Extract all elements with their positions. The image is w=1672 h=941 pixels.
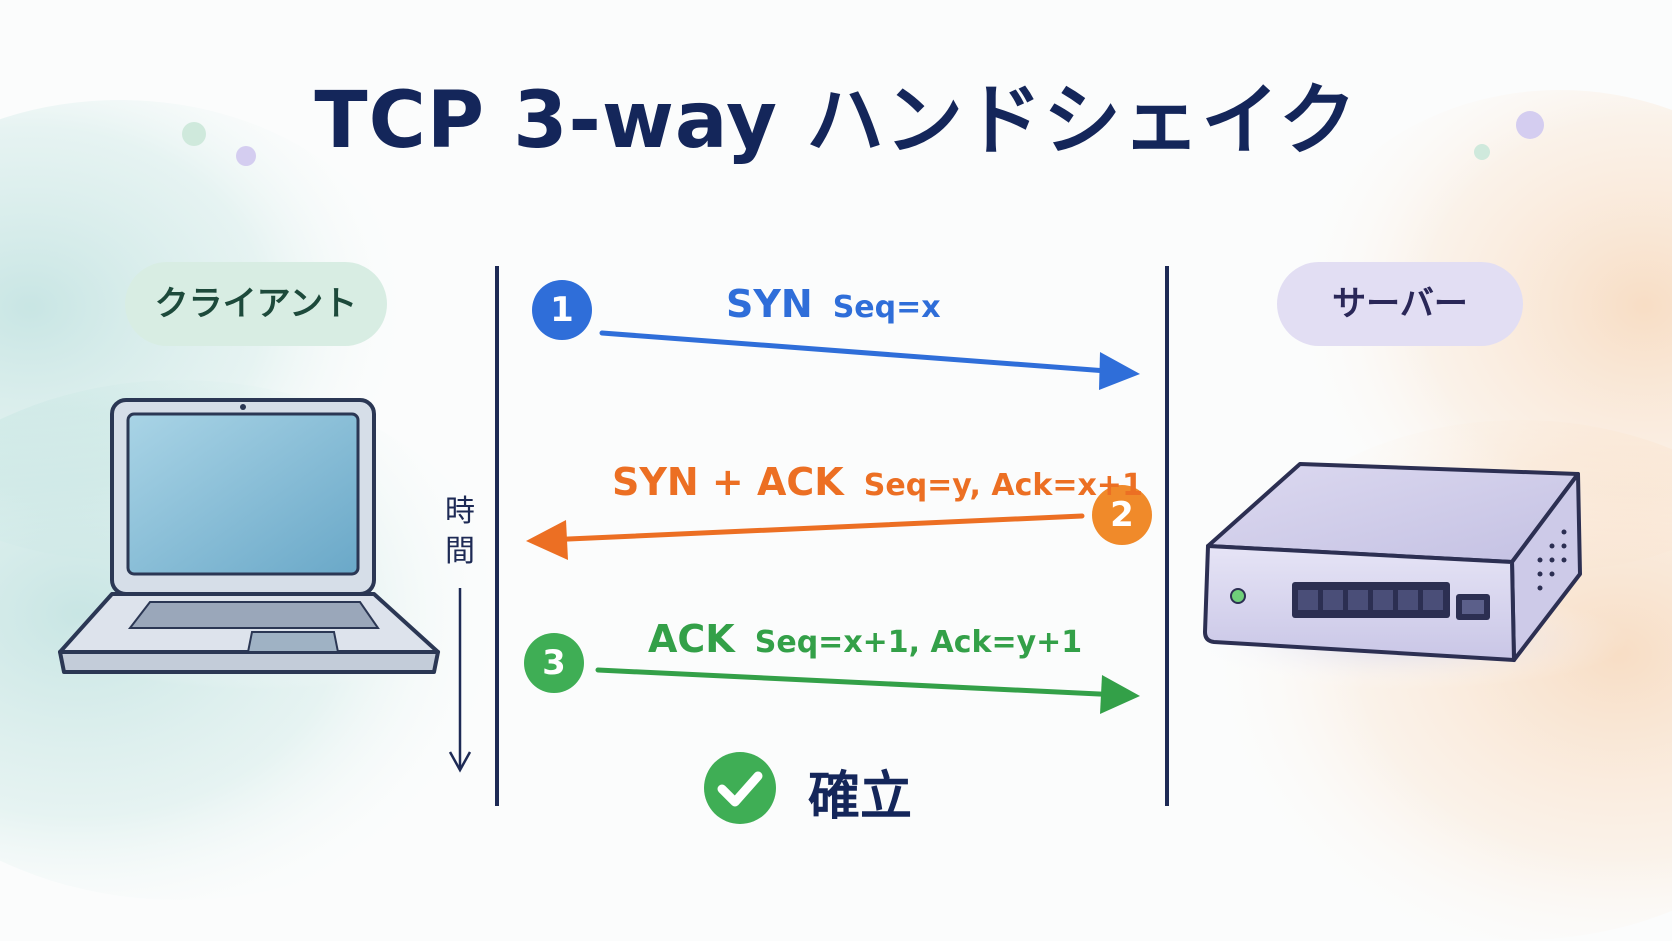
step-1-badge: 1 bbox=[532, 280, 592, 340]
arrow-ack bbox=[595, 667, 1140, 714]
check-mark bbox=[717, 771, 763, 807]
time-arrow bbox=[448, 588, 472, 773]
step-1-detail: Seq=x bbox=[832, 290, 941, 325]
step-3-label: ACK bbox=[648, 617, 735, 661]
arrow-syn-ack bbox=[526, 513, 1085, 560]
arrow-syn bbox=[599, 330, 1140, 390]
network-switch-icon bbox=[1170, 462, 1630, 690]
step-3-detail: Seq=x+1, Ack=y+1 bbox=[754, 625, 1083, 660]
page-title: TCP 3-way ハンドシェイク bbox=[314, 76, 1358, 166]
server-label: サーバー bbox=[1277, 262, 1523, 346]
laptop-icon bbox=[58, 398, 460, 690]
step-3-message: ACK Seq=x+1, Ack=y+1 bbox=[648, 617, 1082, 661]
step-1-message: SYN Seq=x bbox=[726, 282, 941, 326]
step-2-badge: 2 bbox=[1092, 485, 1152, 545]
established-label: 確立 bbox=[808, 767, 913, 827]
time-axis-label: 時間 bbox=[445, 494, 475, 569]
step-2-message: SYN + ACK Seq=y, Ack=x+1 bbox=[612, 460, 1143, 504]
client-label: クライアント bbox=[125, 262, 387, 346]
step-2-label: SYN + ACK bbox=[612, 460, 844, 504]
step-1-label: SYN bbox=[726, 282, 813, 326]
step-3-badge: 3 bbox=[524, 633, 584, 693]
established-check-circle bbox=[704, 752, 776, 824]
step-2-detail: Seq=y, Ack=x+1 bbox=[863, 468, 1143, 503]
decorative-dots bbox=[182, 111, 1544, 166]
